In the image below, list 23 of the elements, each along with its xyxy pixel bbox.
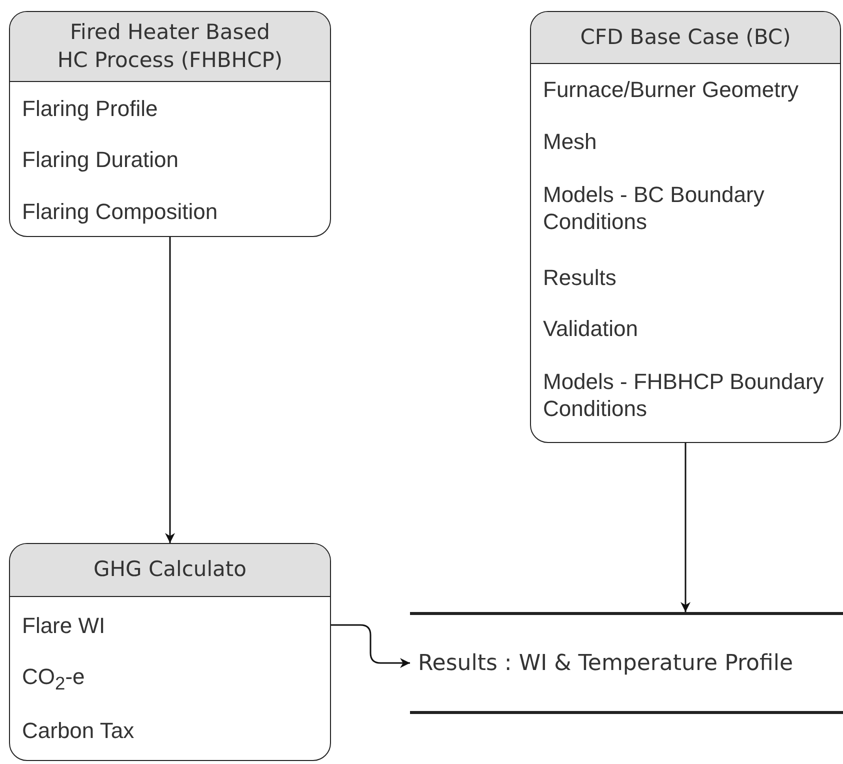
list-item: CO$_{2}$-e (22, 662, 85, 696)
arrow (331, 624, 410, 668)
store-label: Results : WI & Temperature Profile (418, 650, 793, 676)
list-box (530, 11, 841, 443)
box-title: GHG Calculato (10, 544, 330, 597)
list-item: Flaring Duration (22, 146, 179, 174)
list-item: Results (543, 264, 616, 292)
list-item: Flare WI (22, 612, 106, 640)
list-item: Validation (543, 315, 638, 343)
list-box (9, 11, 331, 237)
arrow (165, 237, 175, 543)
list-item: Mesh (543, 128, 597, 156)
arrow (680, 443, 690, 612)
list-box (9, 543, 331, 761)
list-item: Furnace/Burner Geometry (543, 76, 799, 104)
list-item: Flaring Profile (22, 95, 158, 123)
box-title: CFD Base Case (BC) (531, 12, 840, 64)
list-item: Carbon Tax (22, 717, 134, 745)
list-item: Models - FHBHCP Boundary Conditions (543, 368, 825, 422)
list-item: Models - BC Boundary Conditions (543, 180, 766, 236)
box-title: Fired Heater Based HC Process (FHBHCP) (10, 12, 330, 82)
data-store (410, 612, 843, 714)
list-item: Flaring Composition (22, 198, 218, 226)
